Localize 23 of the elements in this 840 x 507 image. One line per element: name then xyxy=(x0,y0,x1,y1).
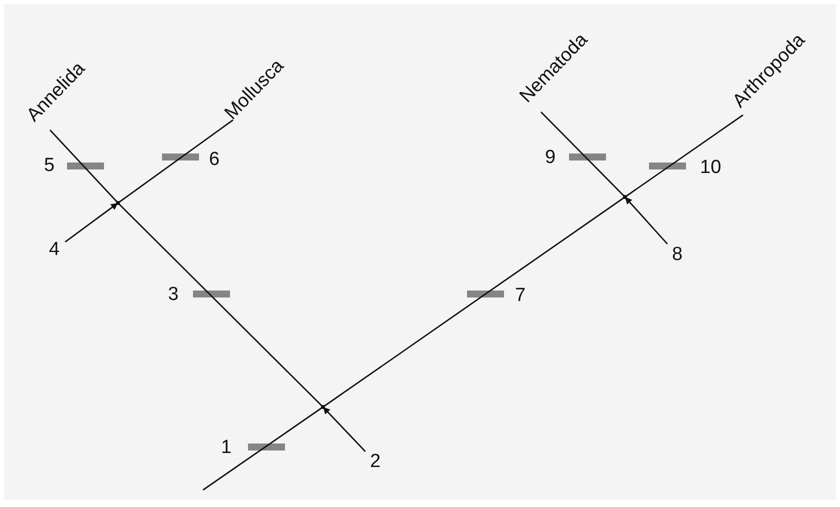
callout-number: 3 xyxy=(168,285,179,305)
branch-line xyxy=(322,196,626,408)
leader-line xyxy=(624,196,668,244)
branch-line xyxy=(540,112,626,198)
callout-number: 6 xyxy=(209,150,220,170)
leader-line xyxy=(64,202,118,243)
callout-number: 10 xyxy=(700,158,722,178)
branch-line xyxy=(118,202,324,408)
callout-number: 2 xyxy=(370,452,381,472)
callout-number: 5 xyxy=(44,156,55,176)
branch-point xyxy=(321,405,325,409)
callout-number: 4 xyxy=(49,240,60,260)
branch-point xyxy=(623,195,627,199)
leader-line xyxy=(322,406,366,452)
branch-line xyxy=(118,119,234,204)
callout-number: 7 xyxy=(515,286,526,306)
branch-line xyxy=(624,114,744,198)
callout-number: 8 xyxy=(672,245,683,265)
branch-point xyxy=(116,201,120,205)
callout-number: 9 xyxy=(545,148,556,168)
callout-number: 1 xyxy=(221,438,232,458)
branch-line xyxy=(202,406,324,491)
branch-line xyxy=(49,130,119,204)
